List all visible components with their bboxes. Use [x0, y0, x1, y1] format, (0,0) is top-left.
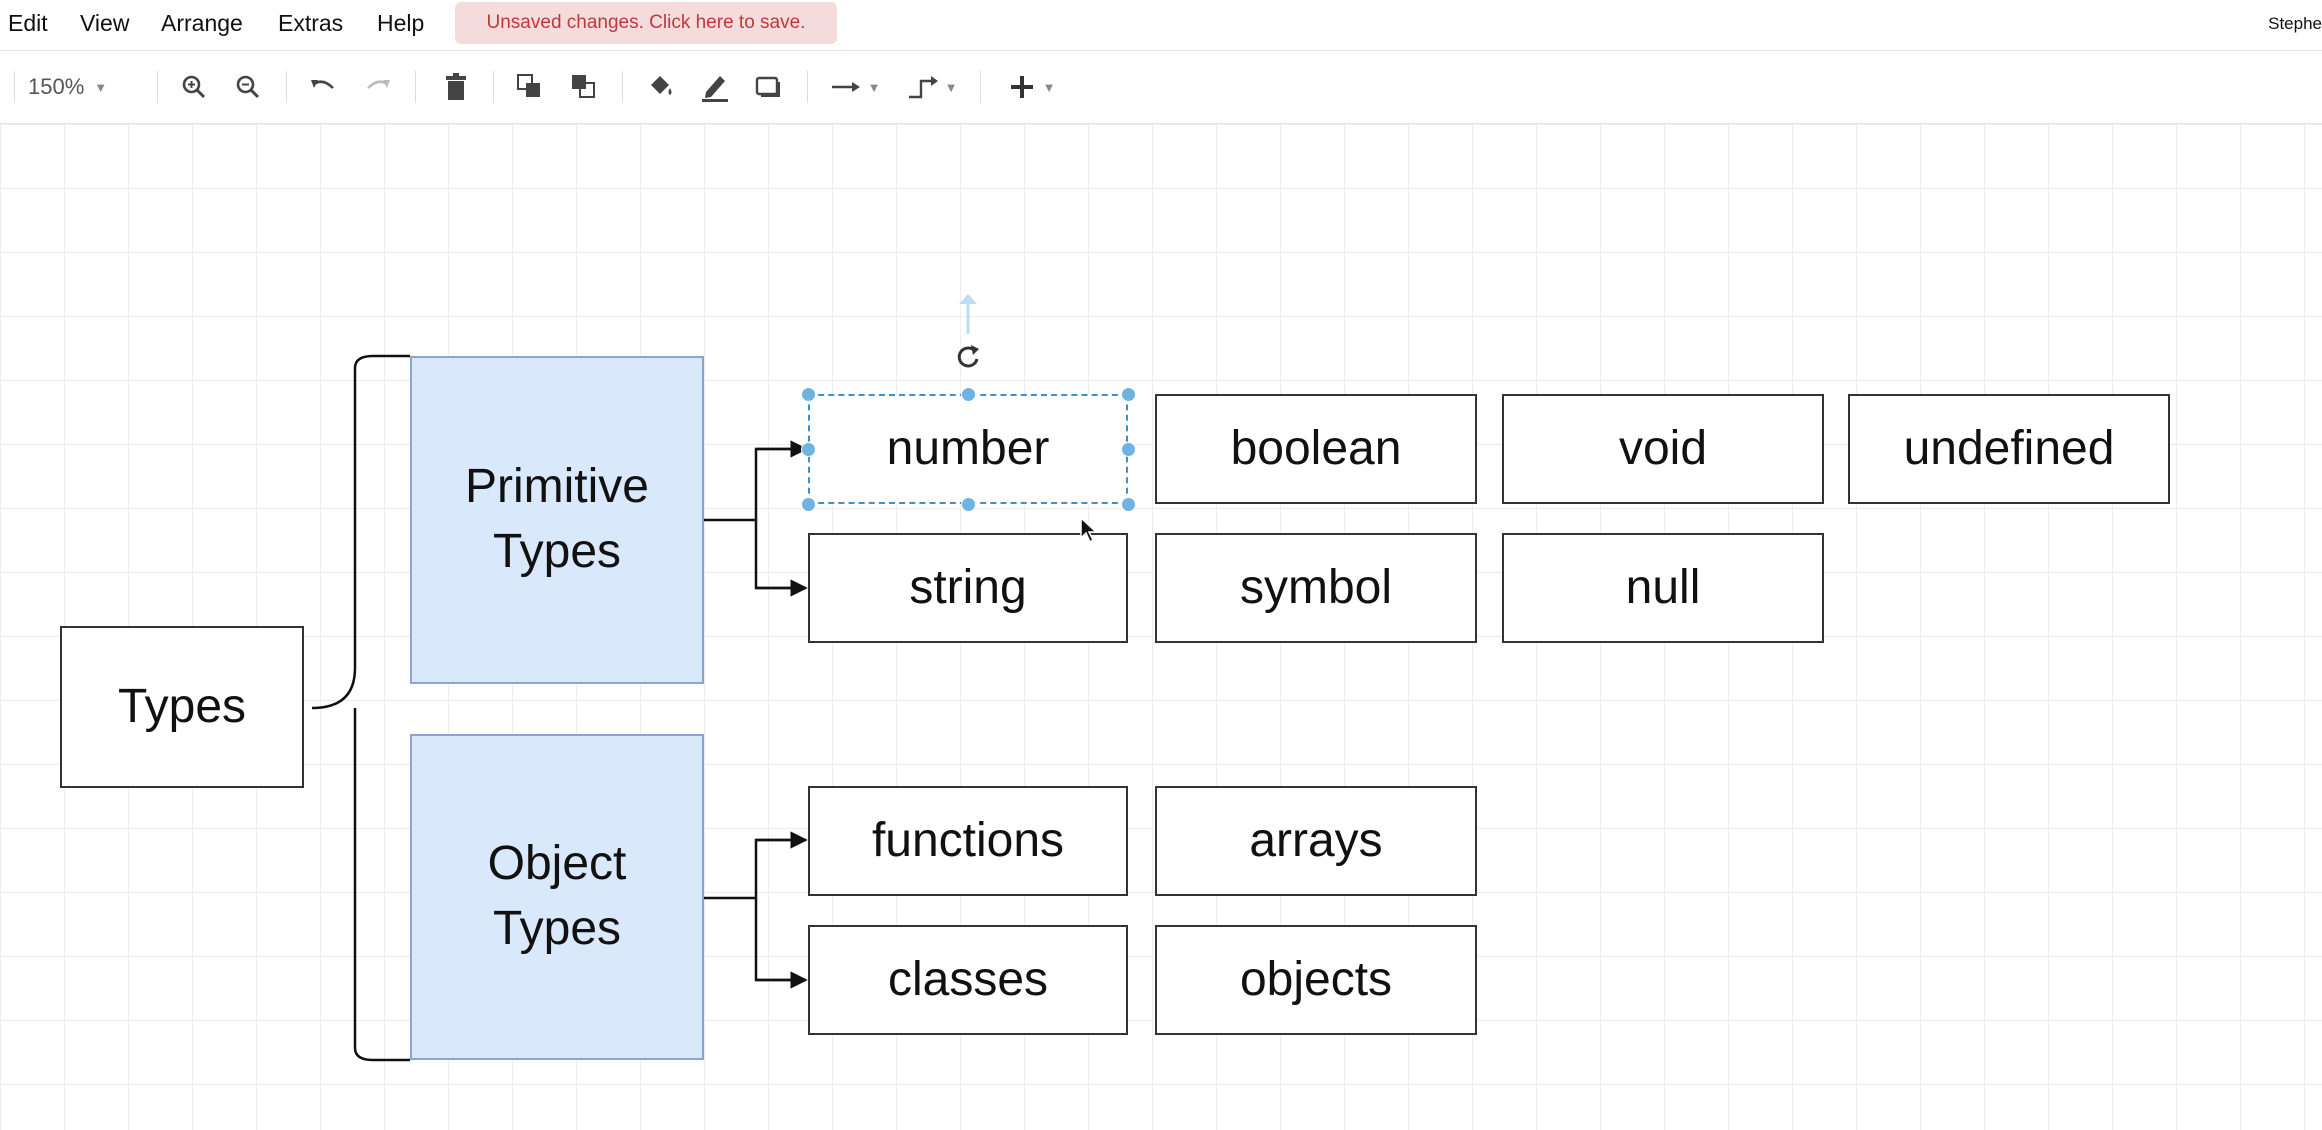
menu-arrange[interactable]: Arrange [161, 10, 243, 36]
unsaved-changes-banner[interactable]: Unsaved changes. Click here to save. [455, 2, 837, 44]
diagram-canvas[interactable]: Types Primitive Types Object Types numbe… [0, 124, 2322, 1130]
node-label: null [1625, 560, 1701, 614]
zoom-level: 150% [28, 74, 85, 99]
node-number[interactable]: number [808, 394, 1128, 504]
node-arrays[interactable]: arrays [1155, 786, 1477, 896]
to-front-icon [517, 74, 540, 97]
elbow-connector-icon [908, 76, 938, 99]
to-back-button[interactable] [566, 69, 602, 105]
node-label: Primitive Types [464, 460, 649, 578]
insert-button[interactable]: ▼ [1002, 69, 1062, 105]
connection-style-button[interactable]: ▼ [826, 69, 884, 105]
node-symbol[interactable]: symbol [1155, 533, 1477, 643]
shadow-icon [755, 76, 780, 97]
node-label: void [1618, 421, 1708, 475]
node-label: Types [117, 679, 247, 733]
resize-handle-nw[interactable] [801, 387, 816, 402]
zoom-dropdown[interactable]: 150% ▼ [28, 69, 138, 105]
object-connector [700, 838, 805, 982]
node-undefined[interactable]: undefined [1848, 394, 2170, 504]
node-string[interactable]: string [808, 533, 1128, 643]
node-primitive-types[interactable]: Primitive Types [410, 356, 704, 684]
paint-bucket-icon [651, 76, 672, 95]
plus-icon [1010, 76, 1033, 98]
zoom-in-button[interactable] [176, 69, 212, 105]
menu-view[interactable]: View [80, 10, 130, 36]
menu-help[interactable]: Help [377, 10, 425, 36]
toolbar-separator [415, 71, 416, 103]
waypoints-button[interactable]: ▼ [903, 69, 961, 105]
toolbar-separator [14, 71, 15, 103]
rotate-icon[interactable] [953, 342, 983, 372]
node-label: string [909, 560, 1027, 614]
line-color-button[interactable] [697, 69, 733, 105]
node-label: undefined [1903, 421, 2115, 475]
node-boolean[interactable]: boolean [1155, 394, 1477, 504]
node-functions[interactable]: functions [808, 786, 1128, 896]
toolbar-separator [980, 71, 981, 103]
resize-handle-sw[interactable] [801, 497, 816, 512]
chevron-down-icon: ▼ [944, 79, 958, 95]
delete-button[interactable] [438, 69, 474, 105]
toolbar-separator [286, 71, 287, 103]
node-types[interactable]: Types [60, 626, 304, 788]
toolbar-separator [493, 71, 494, 103]
shadow-button[interactable] [751, 69, 787, 105]
resize-handle-n[interactable] [961, 387, 976, 402]
zoom-in-icon [182, 75, 206, 99]
pencil-icon [702, 76, 728, 102]
redo-icon [367, 80, 390, 89]
chevron-down-icon: ▼ [1042, 79, 1056, 95]
node-label: boolean [1230, 421, 1402, 475]
node-label: objects [1239, 952, 1393, 1006]
resize-handle-e[interactable] [1121, 442, 1136, 457]
undo-icon [311, 80, 334, 89]
node-null[interactable]: null [1502, 533, 1824, 643]
arrow-right-icon [831, 82, 860, 92]
diagram-connectors [311, 294, 977, 1062]
toolbar: 150% ▼ ▼ ▼ ▼ [0, 51, 2322, 124]
move-hint-arrowhead [959, 294, 977, 304]
toolbar-separator [807, 71, 808, 103]
menu-bar: Edit View Arrange Extras Help Unsaved ch… [0, 0, 2322, 51]
fill-color-button[interactable] [643, 69, 679, 105]
user-name[interactable]: Stephe [2268, 14, 2322, 33]
menu-extras[interactable]: Extras [278, 10, 344, 36]
toolbar-separator [157, 71, 158, 103]
node-label: number [886, 421, 1050, 475]
to-back-icon [572, 75, 595, 98]
resize-handle-ne[interactable] [1121, 387, 1136, 402]
group-brace [311, 354, 410, 1062]
resize-handle-s[interactable] [961, 497, 976, 512]
node-label: symbol [1239, 560, 1393, 614]
node-label: functions [871, 813, 1065, 867]
to-front-button[interactable] [512, 69, 548, 105]
primitive-connector [700, 447, 805, 590]
menu-edit[interactable]: Edit [8, 10, 48, 36]
trash-icon [446, 73, 466, 100]
zoom-out-icon [236, 75, 260, 99]
node-label: arrays [1249, 813, 1383, 867]
redo-button[interactable] [360, 69, 396, 105]
chevron-down-icon: ▼ [867, 79, 881, 95]
node-label: Object Types [487, 837, 627, 955]
resize-handle-w[interactable] [801, 442, 816, 457]
node-object-types[interactable]: Object Types [410, 734, 704, 1060]
node-classes[interactable]: classes [808, 925, 1128, 1035]
mouse-cursor-icon [1080, 516, 1098, 544]
undo-button[interactable] [305, 69, 341, 105]
toolbar-separator [622, 71, 623, 103]
resize-handle-se[interactable] [1121, 497, 1136, 512]
node-void[interactable]: void [1502, 394, 1824, 504]
node-label: classes [887, 952, 1049, 1006]
node-objects[interactable]: objects [1155, 925, 1477, 1035]
zoom-out-button[interactable] [230, 69, 266, 105]
chevron-down-icon: ▼ [94, 79, 108, 95]
